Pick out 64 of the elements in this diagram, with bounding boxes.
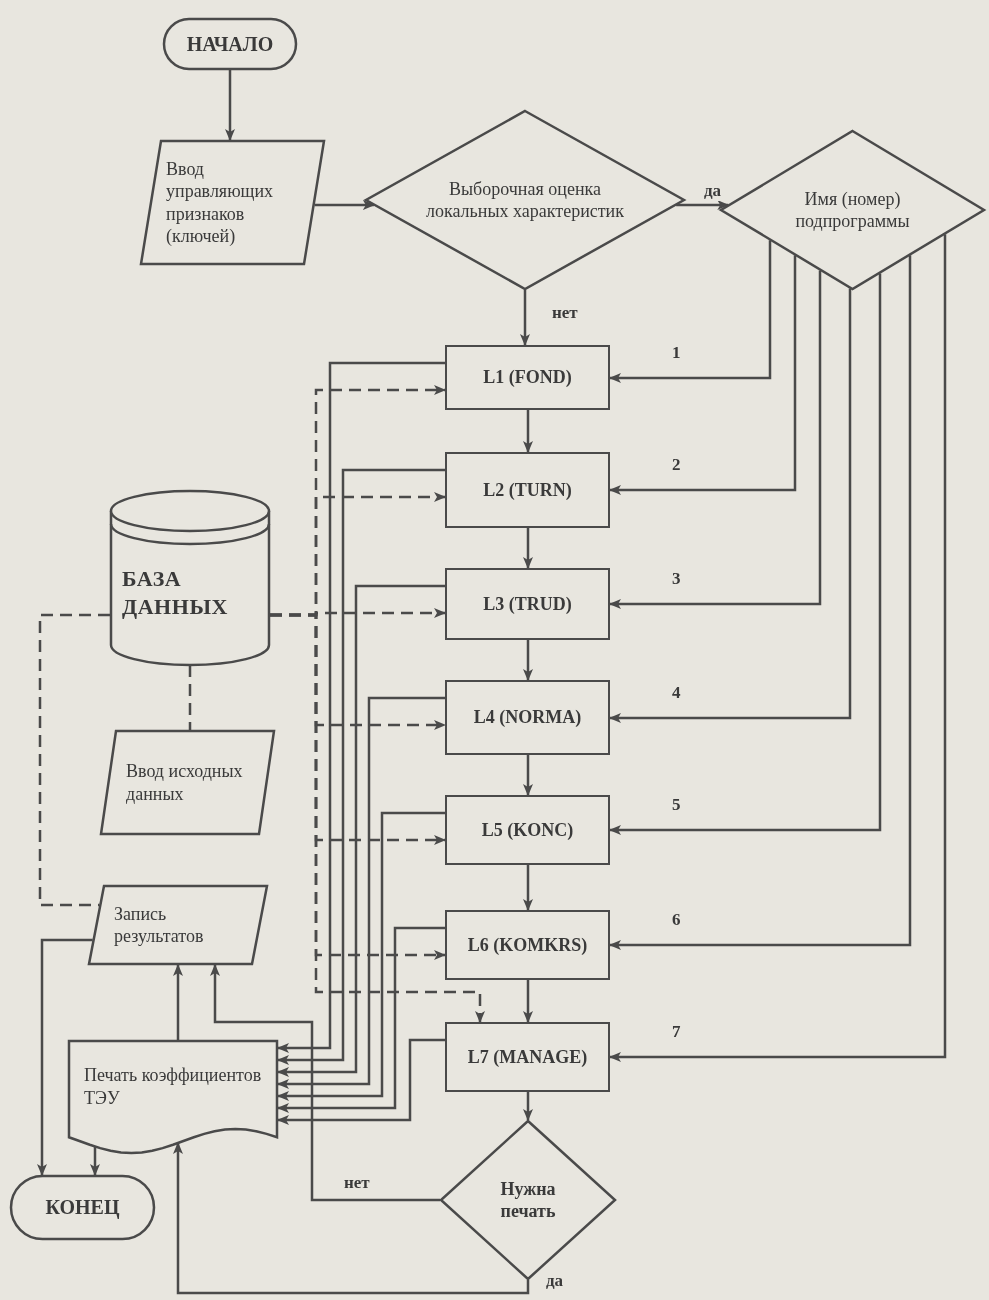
- arrow: [523, 980, 533, 1023]
- arrow: [609, 234, 947, 1062]
- node-text: L4 (NORMA): [473, 706, 582, 729]
- node-text: Ввод исходных данных: [126, 760, 244, 805]
- arrow: [210, 964, 440, 1202]
- end-terminal: [10, 1175, 155, 1240]
- arrow: [523, 640, 533, 681]
- arrow: [520, 290, 530, 346]
- decision-diamond: [440, 1120, 616, 1280]
- arrow: [523, 755, 533, 796]
- output-parallelogram: [88, 885, 268, 965]
- process-box: [445, 910, 610, 980]
- node-text: L3 (TRUD): [483, 592, 572, 616]
- process-box: [445, 345, 610, 410]
- arrow: [225, 70, 235, 141]
- arrow: [314, 200, 375, 210]
- arrow: [277, 926, 445, 1113]
- node-text: Выборочная оценка локальных характеристик: [425, 177, 625, 223]
- arrow: [523, 1092, 533, 1121]
- start-terminal: [163, 18, 297, 70]
- arrow: [37, 938, 93, 1176]
- node-text: L7 (MANAGE): [467, 1045, 588, 1069]
- document-shape: [68, 1040, 278, 1155]
- arrow: [173, 964, 183, 1040]
- process-box: [445, 568, 610, 640]
- arrow: [523, 410, 533, 453]
- arrow: [609, 255, 797, 495]
- arrow: [523, 865, 533, 911]
- arrow: [277, 361, 445, 1053]
- process-box: [445, 452, 610, 528]
- arrow: [609, 270, 822, 609]
- node-text: L2 (TURN): [483, 478, 572, 502]
- node-text: L1 (FOND): [483, 366, 572, 389]
- arrow: [277, 1038, 445, 1125]
- arrow: [277, 811, 445, 1101]
- input-parallelogram: [140, 140, 325, 265]
- arrow: [609, 273, 882, 835]
- process-box: [445, 1022, 610, 1092]
- dashed-line: [188, 665, 192, 730]
- node-text: L6 (KOMKRS): [467, 933, 588, 957]
- arrow: [523, 528, 533, 569]
- input-parallelogram: [100, 730, 275, 835]
- decision-diamond: [365, 110, 685, 290]
- process-box: [445, 680, 610, 755]
- node-text: L5 (KONC): [481, 818, 574, 842]
- node-text: КОНЕЦ: [45, 1195, 120, 1220]
- node-text: НАЧАЛО: [186, 31, 274, 57]
- decision-diamond: [720, 130, 985, 290]
- arrow: [277, 468, 445, 1065]
- node-text: Печать коэффициентов ТЭУ: [84, 1064, 263, 1109]
- dashed-arrow: [270, 613, 485, 1023]
- node-text: Нужна печать: [499, 1177, 557, 1223]
- arrow: [609, 288, 852, 723]
- arrow: [277, 584, 445, 1077]
- arrow: [90, 1146, 100, 1176]
- node-text: Запись результатов: [114, 902, 205, 948]
- arrow: [609, 240, 772, 383]
- arrow: [277, 696, 445, 1089]
- arrow: [676, 200, 730, 210]
- dashed-line: [38, 613, 110, 907]
- process-box: [445, 795, 610, 865]
- node-text: Имя (номер) подпрограммы: [794, 187, 911, 233]
- arrow: [609, 255, 912, 950]
- node-text: Ввод управляющих признаков (ключей): [166, 157, 275, 248]
